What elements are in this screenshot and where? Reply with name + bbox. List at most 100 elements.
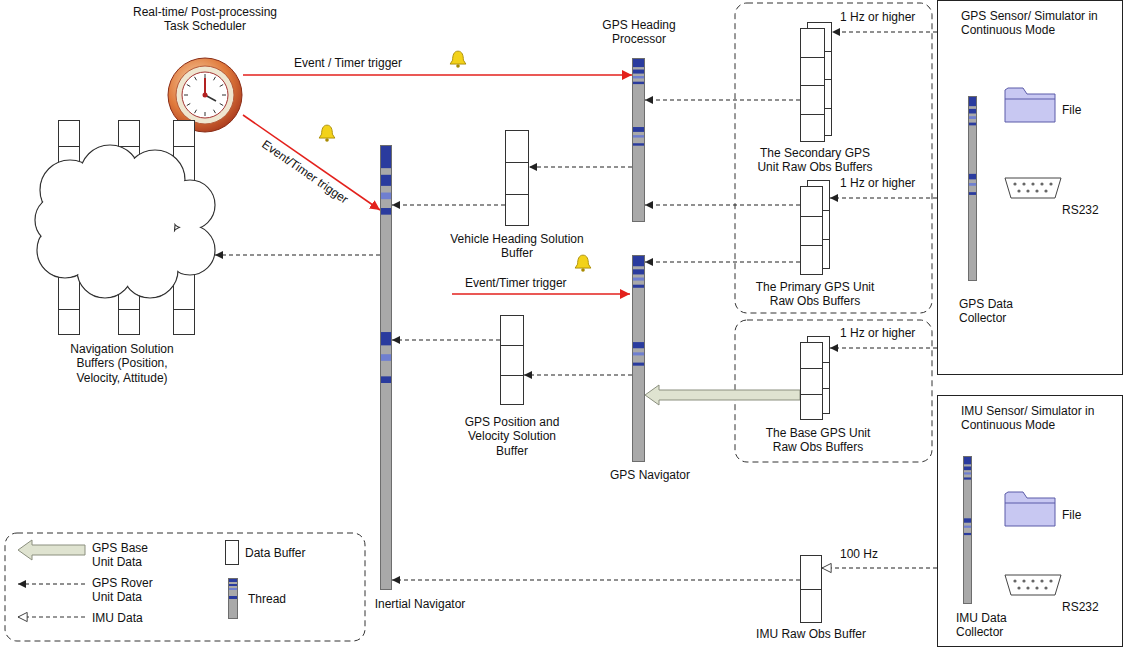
buffer-cell-line [506,162,529,163]
clock-tick [187,104,190,106]
cloud-fill [76,176,174,274]
rate-label: 100 Hz [840,547,878,561]
clock-tick [187,85,190,87]
buffer-cell-line [801,114,825,115]
buffer-frame [801,556,822,623]
thread-stripe [964,477,971,479]
thread-stripe [381,208,391,215]
legend-base-arrow [18,540,85,560]
data-buffer-shape [500,315,524,405]
buffer-frame [801,343,823,420]
legend-box [5,533,365,641]
rover-data-arrow [392,204,505,205]
icon-label: RS232 [1062,203,1099,217]
node-label: IMU Raw Obs Buffer [746,627,876,641]
solution-buffers-shape [30,120,215,335]
trigger-label: Event/Timer trigger [465,276,567,290]
buffer-cell-line [801,57,825,58]
node-label: The Secondary GPS Unit Raw Obs Buffers [750,146,880,175]
rover-data-arrow [529,166,632,167]
edge-label: Event/Timer trigger [259,138,351,208]
clock-tick [184,95,188,96]
legend-text: Data Buffer [245,546,335,560]
thread-stripe [969,123,976,126]
clock-tick [220,85,223,87]
legend-text: Thread [248,592,318,606]
buffer-frame [801,187,823,275]
node-label: GPS Navigator [600,468,700,482]
legend-buffer-sample [226,541,239,565]
file-icon-flap [1005,99,1055,100]
thread-bar-shape [380,145,392,590]
trigger-arrow [243,115,380,210]
node-label: The Primary GPS Unit Raw Obs Buffers [753,280,878,309]
data-buffer-pair-shape [800,22,832,142]
rover-data-arrow [645,261,800,262]
node-label: GPS Data Collector [959,297,1039,326]
file-icon-flap [1005,503,1055,504]
buffer-cell-line [801,85,825,86]
thread-stripe [633,70,644,74]
rover-data-arrow [832,31,937,32]
buffer-cell-line [501,375,524,376]
thread-stripe [969,109,976,114]
thread-stripe [969,174,976,179]
data-buffer-pair-shape [800,180,830,275]
base-data-arrow [645,385,800,405]
node-label: Inertial Navigator [365,597,475,611]
rover-data-arrow [830,347,937,348]
rate-label: 1 Hz or higher [840,176,915,190]
icon-label: File [1062,508,1081,522]
clock-pivot [203,93,208,98]
thread-stripe [969,192,976,195]
legend-thread-stripe [229,596,237,599]
legend-thread-stripe [229,579,237,582]
trigger-bell [319,125,335,142]
buffer-cell-line [501,345,524,346]
legend-text: IMU Data [92,611,162,625]
legend-text: GPS Rover Unit Data [92,576,162,605]
data-buffer-pair-shape [800,336,830,420]
thread-stripe [964,533,971,535]
clock-tick [220,104,223,106]
trigger-bell [450,51,466,68]
thread-stripe [633,278,644,281]
thread-stripe [964,466,971,470]
clock-tick [214,110,216,113]
data-buffer-shape [800,555,822,623]
thread-bar: Inertial Navigator [380,145,392,590]
buffer-cell-line [801,245,823,246]
node-label: The Base GPS Unit Raw Obs Buffers [756,426,881,455]
buffer-cell-line [801,216,823,217]
buffer-frame [506,131,529,226]
file-icon [1005,492,1055,526]
buffer-frame [501,316,524,405]
data-buffer-pair: The Base GPS Unit Raw Obs Buffers [800,336,830,420]
rover-data-arrow [645,99,800,100]
buffer-group-outline [735,3,932,313]
thread-stripe [633,82,644,84]
node-label: GPS Position and Velocity Solution Buffe… [452,415,572,458]
thread-bar: GPS Heading Processor [632,58,645,222]
thread-stripe [633,342,644,348]
thread-bar-shape [963,456,972,604]
rover-data-arrow [645,204,800,205]
clock-ring [176,66,234,124]
thread-stripe [964,472,971,474]
thread-stripe [964,518,971,522]
thread-stripe [964,526,971,528]
file-icon [1005,88,1055,122]
legend-thread-stripe [229,588,237,590]
rover-data-arrow [830,197,937,198]
thread-stripe [633,127,644,132]
legend-thread-bar [229,579,238,619]
rs232-icon [1005,178,1061,198]
solution-buffers: Navigation Solution Buffers (Position, V… [30,120,215,335]
thread-stripe [633,76,644,78]
trigger-arrow [452,293,630,295]
thread-stripe [633,256,644,266]
legend-imu-arrow [18,616,85,617]
thread-stripe [633,143,644,145]
buffer-cell-line [119,309,140,310]
